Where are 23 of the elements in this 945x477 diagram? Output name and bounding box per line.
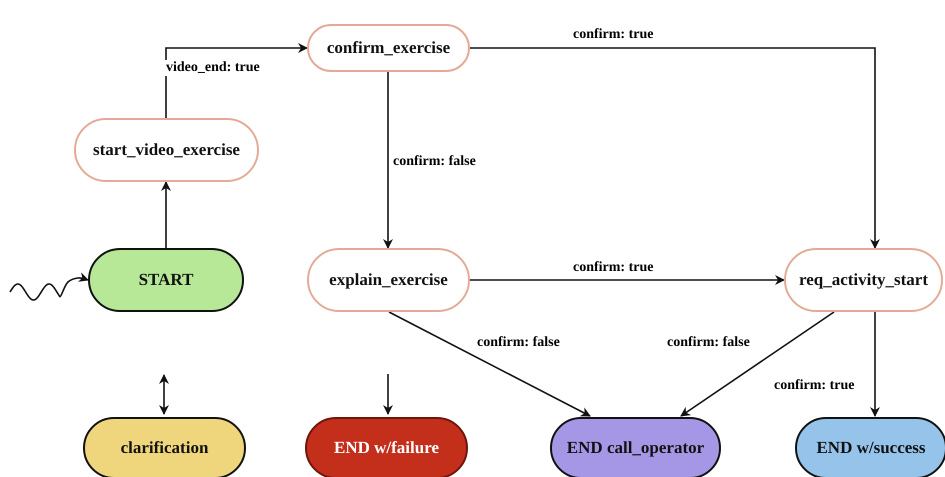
state-label: req_activity_start	[798, 270, 928, 290]
state-label: clarification	[120, 438, 208, 458]
arrow	[470, 47, 880, 249]
arrow	[470, 275, 785, 285]
state-label: END w/failure	[334, 438, 439, 458]
state-node	[795, 417, 945, 477]
state-node	[307, 24, 470, 72]
state-label: START	[138, 270, 194, 290]
arrow	[165, 43, 308, 118]
state-label: END w/success	[816, 438, 926, 458]
arrow	[383, 374, 393, 415]
state-label: confirm_exercise	[326, 38, 450, 58]
state-label: explain_exercise	[329, 270, 448, 290]
arrow	[388, 311, 591, 417]
arrow	[680, 311, 834, 417]
state-label: END call_operator	[566, 438, 704, 458]
arrow	[161, 181, 171, 248]
state-label: start_video_exercise	[93, 140, 240, 160]
arrow	[870, 312, 880, 417]
wavy-arrow	[9, 272, 89, 301]
arrow	[159, 374, 169, 415]
edge-label: video_end: true	[164, 60, 262, 76]
arrow	[383, 72, 393, 249]
